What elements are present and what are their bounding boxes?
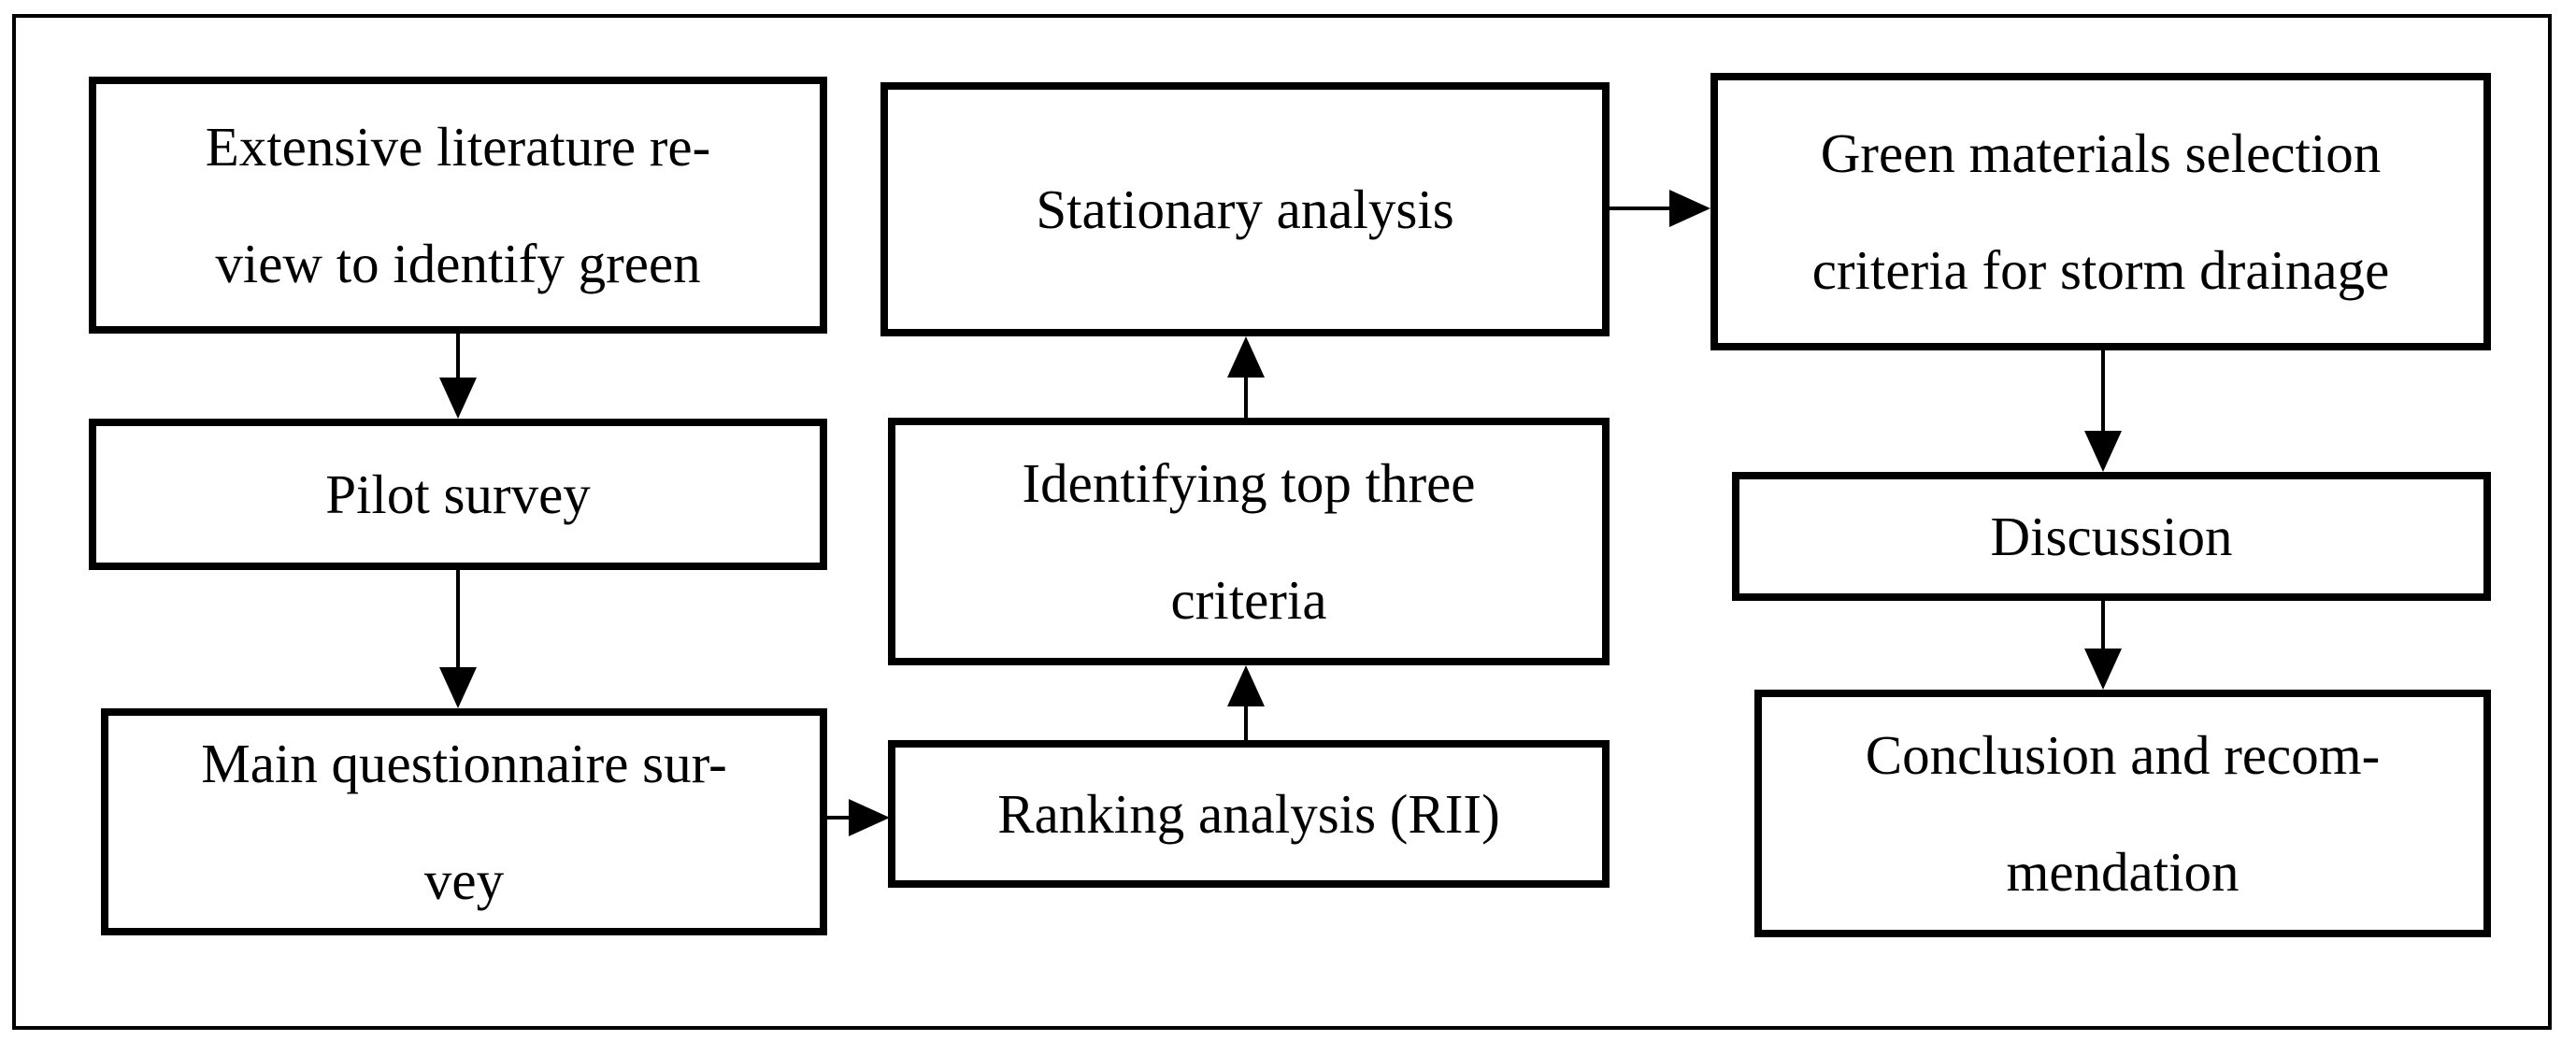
flow-box-ranking-analysis-rii: Ranking analysis (RII) (888, 740, 1610, 888)
box-text-line: vey (423, 848, 505, 911)
flow-box-stationary-analysis: Stationary analysis (880, 82, 1610, 336)
arrowhead-up (1227, 336, 1265, 378)
box-text-line: Main questionnaire sur- (201, 732, 727, 794)
box-text-line: Ranking analysis (RII) (997, 782, 1500, 845)
arrowhead-down (439, 667, 477, 708)
box-text-line: Conclusion and recom- (1865, 723, 2381, 786)
arrowhead-down (439, 378, 477, 419)
box-text-line: view to identify green (215, 232, 701, 294)
flow-box-conclusion-and-recommendation: Conclusion and recom- mendation (1754, 690, 2491, 937)
arrow-stem (1244, 704, 1248, 740)
flow-box-identifying-top-three-criteria: Identifying top three criteria (888, 418, 1610, 665)
arrowhead-right (849, 799, 890, 836)
flow-box-pilot-survey: Pilot survey (89, 419, 827, 570)
box-text-line: Pilot survey (325, 463, 591, 525)
flow-box-extensive-literature-review: Extensive literature re- view to identif… (89, 77, 827, 334)
arrow-stem (456, 570, 460, 670)
box-text-line: Identifying top three (1022, 451, 1476, 514)
arrowhead-down (2084, 649, 2122, 690)
box-text-line: Green materials selection (1820, 121, 2382, 184)
arrow-stem (827, 816, 852, 820)
flow-box-main-questionnaire-survey: Main questionnaire sur- vey (101, 708, 827, 935)
arrow-stem (2101, 350, 2105, 434)
box-text-line: criteria for storm drainage (1811, 238, 2390, 301)
arrowhead-right (1669, 190, 1710, 227)
box-text-line: criteria (1170, 568, 1327, 631)
arrow-stem (2101, 601, 2105, 651)
box-text-line: Extensive literature re- (205, 115, 711, 178)
arrowhead-up (1227, 665, 1265, 706)
box-text-line: mendation (2006, 840, 2240, 903)
box-text-line: Discussion (1990, 505, 2233, 567)
arrowhead-down (2084, 431, 2122, 472)
arrow-stem (1244, 375, 1248, 418)
flow-box-green-materials-selection-criteria: Green materials selection criteria for s… (1710, 73, 2491, 350)
flow-box-discussion: Discussion (1732, 472, 2491, 601)
box-text-line: Stationary analysis (1036, 178, 1454, 240)
arrow-stem (456, 334, 460, 380)
arrow-stem (1610, 207, 1672, 210)
